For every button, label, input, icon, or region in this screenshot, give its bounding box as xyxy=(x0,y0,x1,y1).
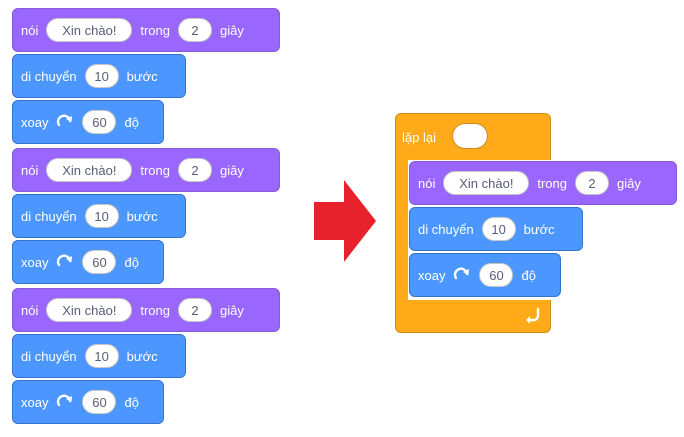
turn-keyword: xoay xyxy=(21,254,49,270)
rotate-right-icon xyxy=(454,267,470,280)
degrees-input[interactable]: 60 xyxy=(479,263,514,287)
steps-unit: bước xyxy=(126,208,158,224)
move-steps-block[interactable]: di chuyển 10 bước xyxy=(12,194,186,238)
rotate-right-icon xyxy=(57,254,73,267)
for-keyword: trong xyxy=(140,302,170,318)
seconds-input[interactable]: 2 xyxy=(178,18,212,42)
say-keyword: nói xyxy=(21,22,39,38)
say-keyword: nói xyxy=(21,302,39,318)
steps-input[interactable]: 10 xyxy=(84,344,119,368)
seconds-unit: giây xyxy=(220,162,244,178)
right-arrow-icon xyxy=(314,180,376,262)
seconds-unit: giây xyxy=(617,175,641,191)
steps-unit: bước xyxy=(126,68,158,84)
move-steps-block[interactable]: di chuyển 10 bước xyxy=(12,54,186,98)
degrees-unit: độ xyxy=(124,394,139,410)
turn-degrees-block[interactable]: xoay 60 độ xyxy=(12,380,164,424)
loop-arrow-icon xyxy=(526,307,540,324)
for-keyword: trong xyxy=(140,22,170,38)
seconds-input[interactable]: 2 xyxy=(178,298,212,322)
say-keyword: nói xyxy=(418,175,436,191)
message-input[interactable]: Xin chào! xyxy=(46,158,133,182)
seconds-unit: giây xyxy=(220,302,244,318)
degrees-input[interactable]: 60 xyxy=(82,110,117,134)
steps-input[interactable]: 10 xyxy=(84,64,119,88)
say-for-secs-block[interactable]: nói Xin chào! trong 2 giây xyxy=(12,288,280,332)
move-keyword: di chuyển xyxy=(21,208,77,224)
seconds-input[interactable]: 2 xyxy=(178,158,212,182)
steps-input[interactable]: 10 xyxy=(84,204,119,228)
say-for-secs-block[interactable]: nói Xin chào! trong 2 giây xyxy=(12,148,280,192)
move-keyword: di chuyển xyxy=(418,221,474,237)
move-steps-block[interactable]: di chuyển 10 bước xyxy=(12,334,186,378)
steps-input[interactable]: 10 xyxy=(481,217,516,241)
repeat-keyword: lặp lại xyxy=(402,130,436,145)
turn-keyword: xoay xyxy=(418,267,446,283)
degrees-input[interactable]: 60 xyxy=(82,390,117,414)
message-input[interactable]: Xin chào! xyxy=(46,18,133,42)
turn-degrees-block[interactable]: xoay 60 độ xyxy=(409,253,561,297)
for-keyword: trong xyxy=(140,162,170,178)
degrees-unit: độ xyxy=(521,267,536,283)
turn-degrees-block[interactable]: xoay 60 độ xyxy=(12,100,164,144)
turn-degrees-block[interactable]: xoay 60 độ xyxy=(12,240,164,284)
rotate-right-icon xyxy=(57,114,73,127)
turn-keyword: xoay xyxy=(21,114,49,130)
say-keyword: nói xyxy=(21,162,39,178)
degrees-input[interactable]: 60 xyxy=(82,250,117,274)
rotate-right-icon xyxy=(57,394,73,407)
move-keyword: di chuyển xyxy=(21,68,77,84)
degrees-unit: độ xyxy=(124,254,139,270)
message-input[interactable]: Xin chào! xyxy=(46,298,133,322)
degrees-unit: độ xyxy=(124,114,139,130)
steps-unit: bước xyxy=(523,221,555,237)
seconds-unit: giây xyxy=(220,22,244,38)
for-keyword: trong xyxy=(537,175,567,191)
move-steps-block[interactable]: di chuyển 10 bước xyxy=(409,207,583,251)
repeat-count-input[interactable] xyxy=(452,123,488,149)
turn-keyword: xoay xyxy=(21,394,49,410)
say-for-secs-block[interactable]: nói Xin chào! trong 2 giây xyxy=(409,161,677,205)
move-keyword: di chuyển xyxy=(21,348,77,364)
message-input[interactable]: Xin chào! xyxy=(443,171,530,195)
say-for-secs-block[interactable]: nói Xin chào! trong 2 giây xyxy=(12,8,280,52)
steps-unit: bước xyxy=(126,348,158,364)
seconds-input[interactable]: 2 xyxy=(575,171,609,195)
